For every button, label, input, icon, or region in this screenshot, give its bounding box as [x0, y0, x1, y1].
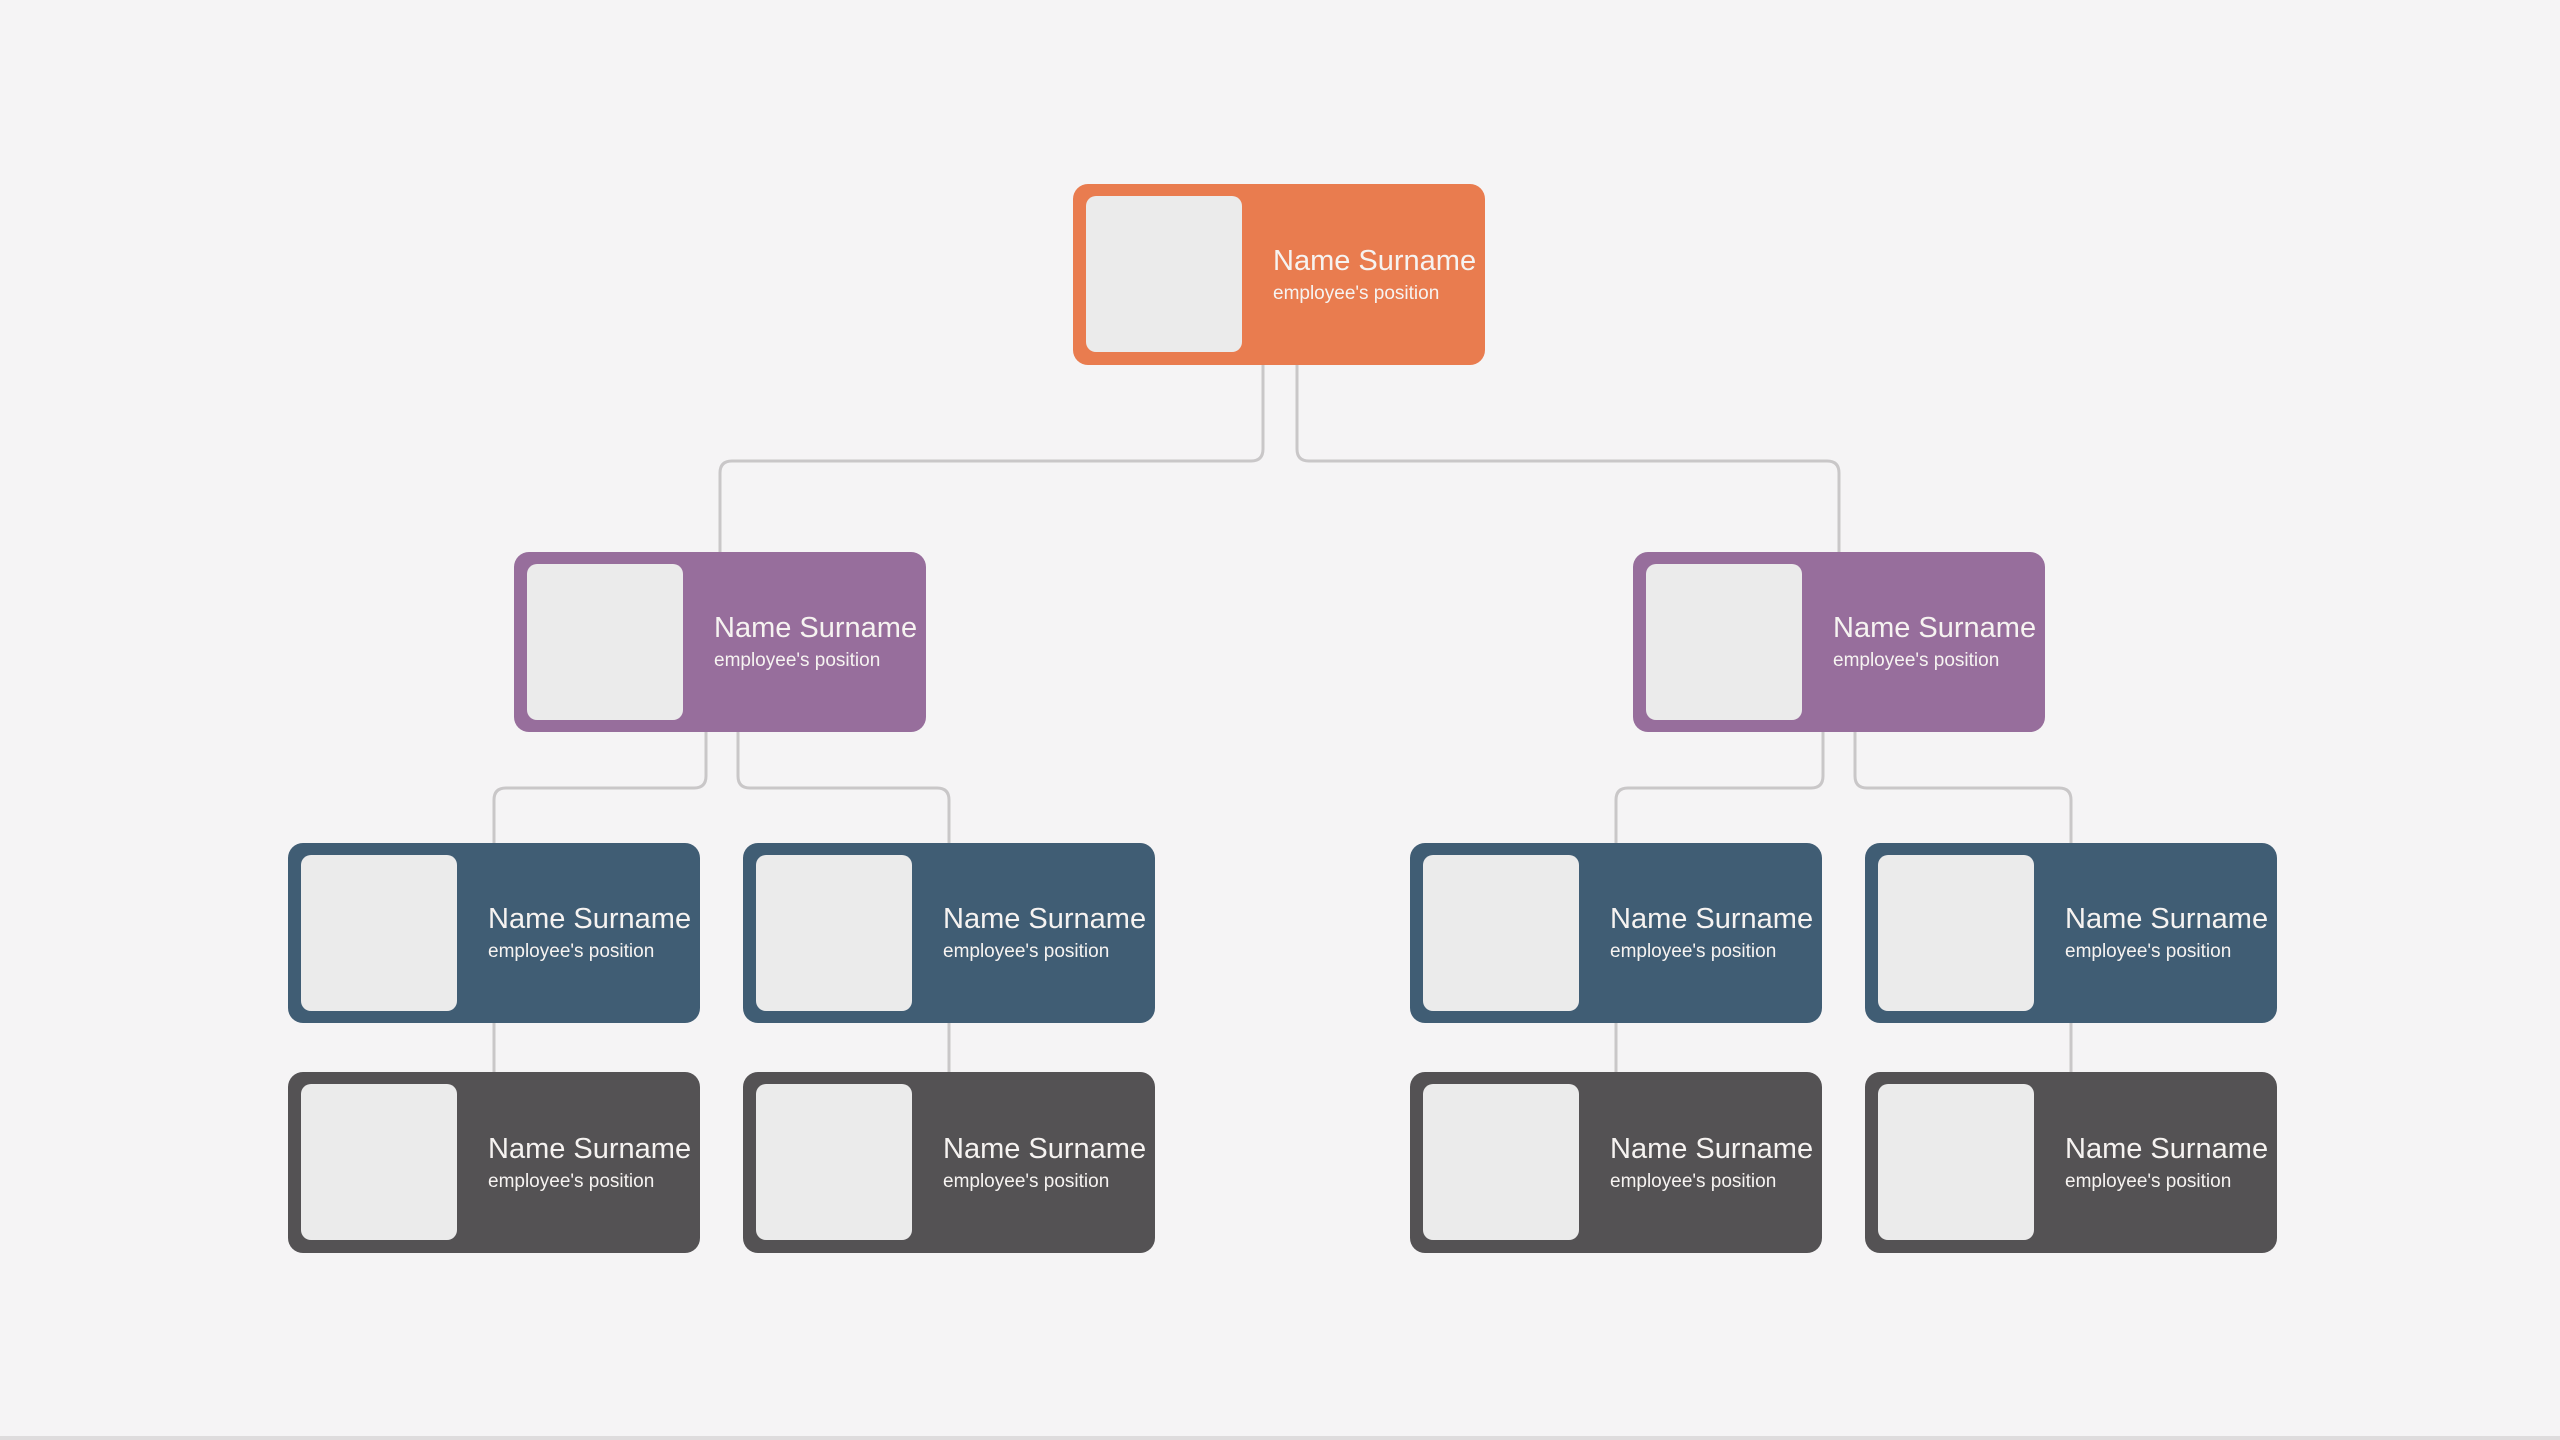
- node-name: Name Surname: [714, 612, 918, 644]
- photo-placeholder[interactable]: [1423, 855, 1579, 1011]
- connector-leftmgr-to-child2: [736, 732, 951, 843]
- org-node-report-2[interactable]: Name Surname employee's position: [743, 1072, 1155, 1253]
- photo-placeholder[interactable]: [756, 855, 912, 1011]
- node-position: employee's position: [488, 1170, 655, 1192]
- connector-rightmgr-to-child1: [1614, 732, 1825, 843]
- node-text-block: Name Surname employee's position: [943, 1072, 1147, 1253]
- org-node-child-3[interactable]: Name Surname employee's position: [1410, 843, 1822, 1023]
- node-text-block: Name Surname employee's position: [1610, 843, 1814, 1023]
- photo-placeholder[interactable]: [1878, 855, 2034, 1011]
- node-name: Name Surname: [943, 1132, 1147, 1165]
- org-node-report-1[interactable]: Name Surname employee's position: [288, 1072, 700, 1253]
- photo-placeholder[interactable]: [301, 855, 457, 1011]
- screen-bottom-edge: [0, 1436, 2560, 1440]
- node-position: employee's position: [1273, 282, 1440, 304]
- node-name: Name Surname: [2065, 903, 2269, 935]
- org-node-child-2[interactable]: Name Surname employee's position: [743, 843, 1155, 1023]
- node-text-block: Name Surname employee's position: [1833, 552, 2037, 732]
- node-name: Name Surname: [488, 903, 692, 935]
- photo-placeholder[interactable]: [1878, 1084, 2034, 1240]
- org-node-child-4[interactable]: Name Surname employee's position: [1865, 843, 2277, 1023]
- node-position: employee's position: [943, 1170, 1110, 1192]
- node-text-block: Name Surname employee's position: [1273, 184, 1477, 365]
- node-position: employee's position: [488, 941, 655, 962]
- connector-root-to-left-manager: [718, 365, 1265, 552]
- node-name: Name Surname: [1833, 612, 2037, 644]
- node-position: employee's position: [943, 941, 1110, 962]
- node-position: employee's position: [1610, 1170, 1777, 1192]
- node-position: employee's position: [2065, 1170, 2232, 1192]
- node-text-block: Name Surname employee's position: [2065, 1072, 2269, 1253]
- photo-placeholder[interactable]: [1646, 564, 1802, 720]
- node-text-block: Name Surname employee's position: [488, 843, 692, 1023]
- node-name: Name Surname: [1610, 903, 1814, 935]
- org-node-manager-left[interactable]: Name Surname employee's position: [514, 552, 926, 732]
- node-name: Name Surname: [1273, 244, 1477, 277]
- org-node-report-3[interactable]: Name Surname employee's position: [1410, 1072, 1822, 1253]
- photo-placeholder[interactable]: [527, 564, 683, 720]
- node-text-block: Name Surname employee's position: [943, 843, 1147, 1023]
- node-position: employee's position: [714, 650, 881, 671]
- photo-placeholder[interactable]: [1423, 1084, 1579, 1240]
- photo-placeholder[interactable]: [756, 1084, 912, 1240]
- photo-placeholder[interactable]: [301, 1084, 457, 1240]
- org-node-child-1[interactable]: Name Surname employee's position: [288, 843, 700, 1023]
- node-text-block: Name Surname employee's position: [488, 1072, 692, 1253]
- node-text-block: Name Surname employee's position: [714, 552, 918, 732]
- node-name: Name Surname: [943, 903, 1147, 935]
- node-name: Name Surname: [488, 1132, 692, 1165]
- node-text-block: Name Surname employee's position: [1610, 1072, 1814, 1253]
- connector-root-to-right-manager: [1295, 365, 1841, 552]
- node-position: employee's position: [1833, 650, 2000, 671]
- node-position: employee's position: [2065, 941, 2232, 962]
- node-name: Name Surname: [2065, 1132, 2269, 1165]
- connector-rightmgr-to-child2: [1853, 732, 2073, 843]
- org-node-report-4[interactable]: Name Surname employee's position: [1865, 1072, 2277, 1253]
- connector-leftmgr-to-child1: [492, 732, 708, 843]
- node-name: Name Surname: [1610, 1132, 1814, 1165]
- node-position: employee's position: [1610, 941, 1777, 962]
- org-node-root[interactable]: Name Surname employee's position: [1073, 184, 1485, 365]
- org-node-manager-right[interactable]: Name Surname employee's position: [1633, 552, 2045, 732]
- node-text-block: Name Surname employee's position: [2065, 843, 2269, 1023]
- photo-placeholder[interactable]: [1086, 196, 1242, 352]
